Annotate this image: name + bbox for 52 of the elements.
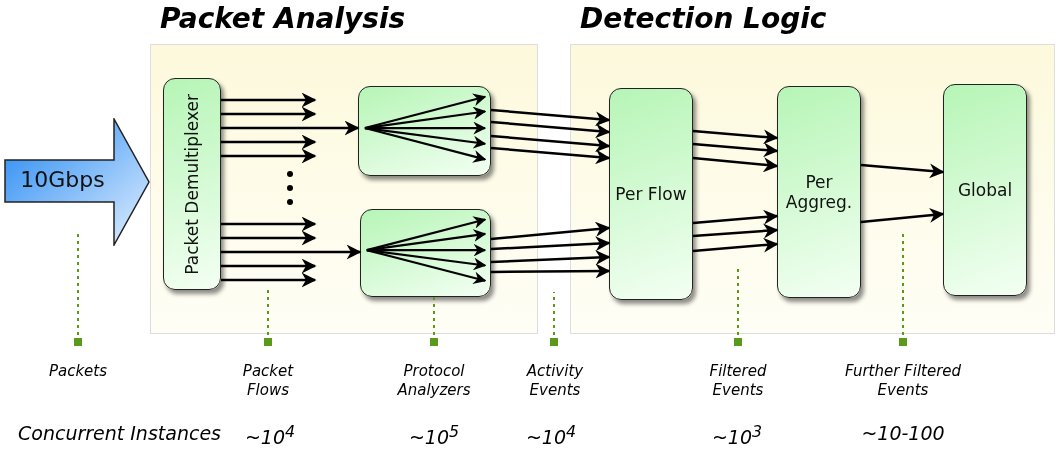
process-box: Packet Demultiplexer — [163, 78, 221, 290]
count-value: ~10$^{5}$ — [407, 422, 461, 449]
arrow — [490, 134, 611, 153]
arrow — [221, 148, 317, 164]
arrow — [221, 134, 317, 150]
arrow — [490, 236, 611, 252]
input-block-arrow: 10Gbps — [4, 118, 150, 246]
arrow — [860, 207, 945, 224]
leader-line — [74, 231, 82, 346]
process-box: Per Aggreg. — [777, 86, 861, 298]
callout-text: Activity Events — [510, 342, 600, 402]
arrow — [692, 223, 779, 239]
arrow — [490, 108, 611, 127]
leader-line — [430, 296, 438, 346]
process-box: Per Flow — [609, 88, 693, 300]
arrow — [490, 221, 611, 241]
arrow — [692, 237, 779, 253]
arrow — [221, 106, 317, 122]
count-value: ~10$^{3}$ — [710, 422, 764, 449]
callout-text: Packets — [33, 342, 123, 402]
row-label: Concurrent Instances — [18, 422, 221, 444]
arrow — [221, 230, 317, 246]
analyzer-box — [358, 86, 491, 176]
leader-line — [264, 289, 272, 346]
arrow — [490, 146, 611, 165]
leader-line — [899, 231, 907, 346]
arrow — [221, 216, 317, 232]
arrow — [490, 120, 611, 139]
count-value: ~10$^{4}$ — [524, 422, 578, 449]
arrow — [221, 92, 317, 108]
arrow — [692, 129, 779, 145]
callout-text: Further Filtered Events — [823, 342, 983, 402]
arrow — [221, 258, 317, 274]
arrow — [490, 250, 611, 266]
callout-text: Filtered Events — [693, 342, 783, 402]
arrow — [692, 156, 779, 173]
callout-text: Protocol Analyzers — [379, 342, 489, 402]
leader-line — [734, 267, 742, 346]
process-box: Global — [943, 84, 1027, 296]
arrow — [692, 142, 779, 158]
count-value: ~10-100 — [860, 422, 946, 444]
analyzer-box — [360, 209, 491, 297]
arrow — [221, 272, 317, 288]
arrow — [221, 244, 362, 260]
callout-text: Packet Flows — [223, 342, 313, 402]
panel-title: Detection Logic — [580, 2, 827, 35]
arrow — [221, 120, 360, 136]
arrow — [692, 209, 779, 225]
arrow — [491, 263, 611, 279]
leader-line — [550, 291, 558, 346]
panel-title: Packet Analysis — [160, 2, 406, 35]
arrow — [860, 163, 945, 179]
